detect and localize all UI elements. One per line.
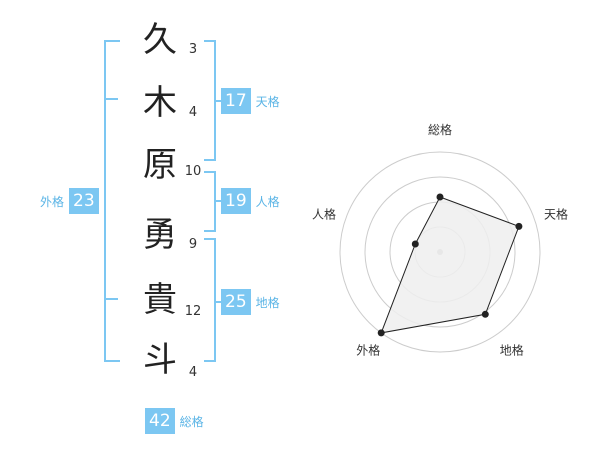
gaikaku-value: 23	[69, 188, 99, 214]
tenkaku-connector	[216, 100, 222, 102]
name-char-3: 原	[143, 145, 177, 185]
radar-point-2	[515, 222, 523, 230]
gaikaku-badge: 外格 23	[40, 188, 99, 214]
tenkaku-badge: 17 天格	[221, 88, 280, 114]
name-char-4: 勇	[143, 215, 177, 255]
tenkaku-value: 17	[221, 88, 251, 114]
gaikaku-bracket	[104, 40, 120, 362]
stroke-count-1: 3	[188, 42, 198, 57]
radar-axis-label: 地格	[500, 343, 524, 358]
radar-grid-ring	[339, 151, 541, 353]
jinkaku-value: 19	[221, 188, 251, 214]
stroke-count-2: 4	[188, 105, 198, 120]
chikaku-bracket	[204, 238, 216, 362]
gaikaku-label: 外格	[40, 194, 65, 209]
name-char-6: 斗	[143, 340, 177, 380]
chikaku-value: 25	[221, 289, 251, 315]
radar-axis-label: 天格	[544, 206, 568, 221]
gaikaku-divider-bottom	[104, 298, 118, 300]
stroke-count-5: 12	[184, 304, 202, 319]
name-char-1: 久	[143, 20, 177, 60]
name-char-5: 貴	[143, 280, 177, 320]
radar-axis-label: 総格	[428, 122, 452, 137]
jinkaku-badge: 19 人格	[221, 188, 280, 214]
stroke-count-6: 4	[188, 365, 198, 380]
jinkaku-bracket	[204, 171, 216, 232]
radar-grid-ring	[364, 176, 516, 328]
chikaku-badge: 25 地格	[221, 289, 280, 315]
soukaku-label: 総格	[179, 414, 204, 429]
jinkaku-connector	[216, 200, 222, 202]
radar-point-3	[481, 310, 489, 318]
tenkaku-bracket	[204, 40, 216, 161]
stroke-count-4: 9	[188, 237, 198, 252]
jinkaku-label: 人格	[255, 194, 280, 209]
radar-point-1	[436, 193, 444, 201]
name-char-2: 木	[143, 83, 177, 123]
radar-axis-label: 人格	[312, 206, 336, 221]
radar-series-polygon	[380, 196, 520, 334]
soukaku-value: 42	[145, 408, 175, 434]
radar-axis-label: 外格	[356, 343, 380, 358]
chikaku-connector	[216, 301, 222, 303]
soukaku-badge: 42 総格	[145, 408, 204, 434]
stroke-count-3: 10	[184, 164, 202, 179]
gaikaku-divider-top	[104, 98, 118, 100]
radar-point-5	[411, 240, 419, 248]
radar-point-4	[377, 329, 385, 337]
chikaku-label: 地格	[255, 295, 280, 310]
tenkaku-label: 天格	[255, 94, 280, 109]
